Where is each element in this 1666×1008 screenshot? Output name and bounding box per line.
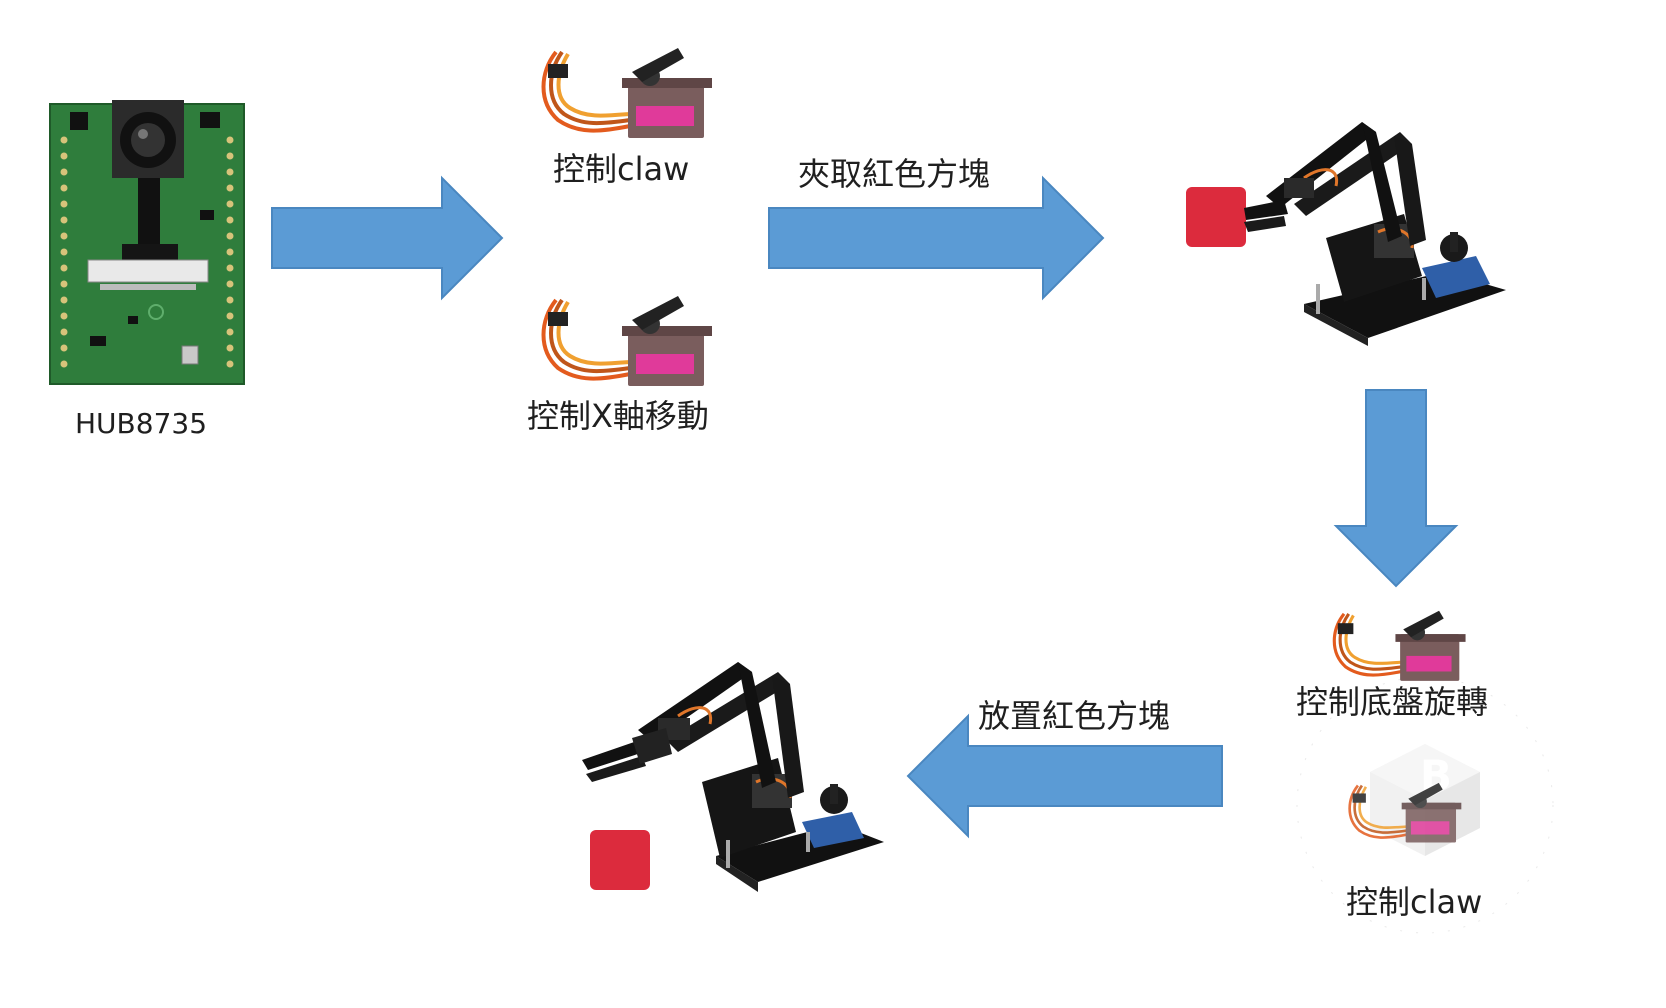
arrow-down — [1333, 389, 1459, 588]
servo-motor-icon — [1332, 610, 1466, 681]
arrow-pick-label: 夾取紅色方塊 — [798, 155, 991, 193]
servo-motor-icon — [1348, 782, 1462, 843]
arrow-right-1 — [271, 175, 504, 301]
robot-arm-icon — [582, 662, 884, 892]
arrow-place-label: 放置紅色方塊 — [978, 697, 1171, 735]
servo-x-axis-label: 控制X軸移動 — [527, 397, 709, 435]
robot-arm-icon — [1244, 122, 1506, 346]
servo-claw-bottom-label: 控制claw — [1346, 883, 1483, 921]
red-block-bottom — [590, 830, 650, 890]
arrow-right-2 — [768, 175, 1105, 301]
red-block-top — [1186, 187, 1246, 247]
hub8735-board-icon — [49, 100, 245, 385]
servo-motor-icon — [541, 48, 712, 138]
arrow-left — [906, 713, 1223, 839]
servo-motor-icon — [541, 296, 712, 386]
servo-claw-top-label: 控制claw — [553, 150, 690, 188]
servo-base-label: 控制底盤旋轉 — [1296, 683, 1489, 721]
board-label: HUB8735 — [75, 407, 208, 440]
